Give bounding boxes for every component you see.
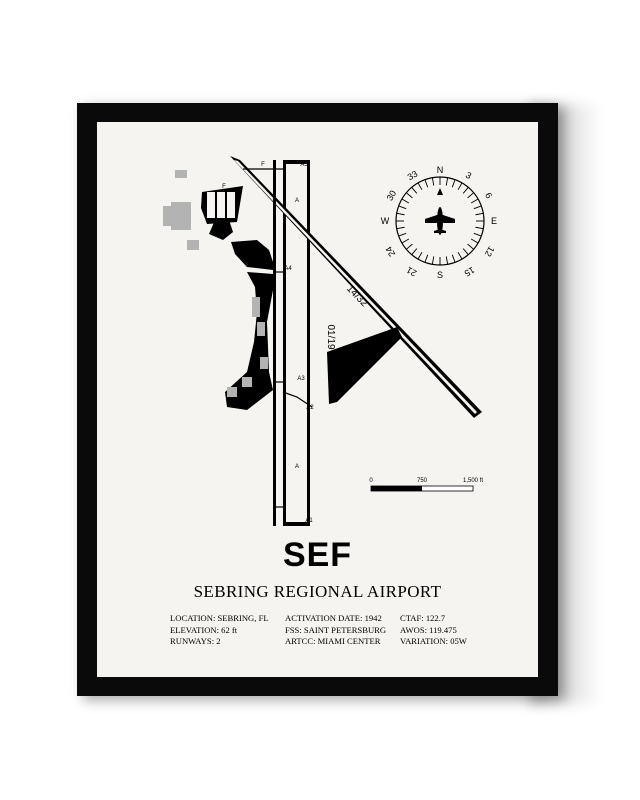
info-runways: RUNWAYS: 2 [170,636,221,646]
info-column-1: LOCATION: SEBRING, FL ELEVATION: 62 ft R… [170,613,269,648]
compass-21: 21 [405,265,419,279]
taxiway-label-a2: A2 [306,405,314,411]
compass-33: 33 [406,169,420,183]
compass-rose: N E S W 3 6 12 15 21 24 30 33 [381,165,497,280]
compass-e: E [491,216,497,226]
compass-6: 6 [483,191,494,200]
info-location: LOCATION: SEBRING, FL [170,613,269,623]
taxiway-label-f-2: F [222,184,226,190]
runway-label-01-19: 01/19 [325,324,336,349]
info-activation-date: ACTIVATION DATE: 1942 [285,613,382,623]
info-artcc: ARTCC: MIAMI CENTER [285,636,381,646]
taxiway-label-a-south: A [295,464,299,470]
compass-15: 15 [463,265,477,279]
scale-label-0: 0 [369,478,373,484]
taxiway-label-f-1: F [261,162,265,168]
taxiway-label-a-north: A [295,198,299,204]
airport-diagram: A5 A A4 A3 A2 A A1 F F 14/32 01/19 [163,156,497,526]
airport-code: SEF [282,536,353,574]
info-variation: VARIATION: 05W [400,636,467,646]
compass-s: S [437,270,443,280]
runway-label-14-32: 14/32 [344,283,370,309]
compass-3: 3 [464,170,473,181]
compass-30: 30 [385,189,399,203]
buildings [163,170,268,397]
runway-14-32 [230,156,482,418]
scale-bar: 0 750 1,500 ft [369,478,483,492]
compass-w: W [381,216,390,226]
scale-label-1500: 1,500 ft [463,478,483,484]
info-column-2: ACTIVATION DATE: 1942 FSS: SAINT PETERSB… [285,613,386,648]
info-awos: AWOS: 119.475 [400,624,457,635]
taxiway-label-a1: A1 [305,518,313,524]
info-ctaf: CTAF: 122.7 [400,613,446,623]
compass-24: 24 [384,245,398,259]
scale-label-750: 750 [417,478,428,484]
info-fss: FSS: SAINT PETERSBURG [285,624,387,635]
north-arrow-icon [437,188,443,195]
airport-name: SEBRING REGIONAL AIRPORT [193,582,442,601]
hangar-rows [207,192,235,218]
taxiway-a [273,160,276,526]
compass-n: N [437,165,444,175]
taxiway-label-a3: A3 [297,376,305,382]
taxiway-label-a5: A5 [300,162,308,168]
connector-taxiways [243,168,313,508]
airplane-icon [425,207,455,235]
info-elevation: ELEVATION: 62 ft [170,624,238,635]
info-column-3: CTAF: 122.7 AWOS: 119.475 VARIATION: 05W [400,613,467,648]
taxiway-label-a4: A4 [284,266,292,272]
compass-12: 12 [483,245,497,259]
